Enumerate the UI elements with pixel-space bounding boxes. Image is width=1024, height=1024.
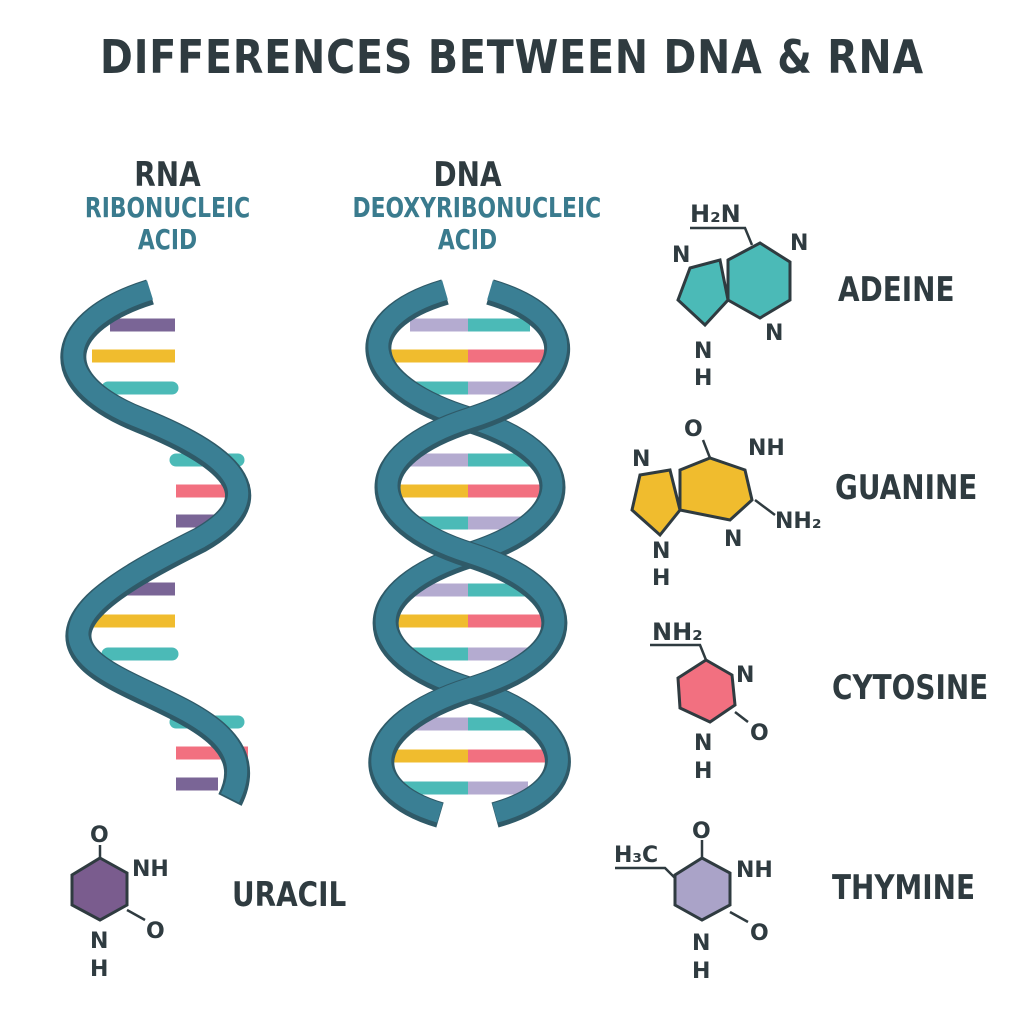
dna-strand-b xyxy=(371,280,568,823)
guanine-six-ring xyxy=(678,456,754,522)
guanine-amine-bond xyxy=(754,499,776,516)
rna-name-line1: RIBONUCLEIC xyxy=(84,191,251,224)
thymine-oxygen-bottom: O xyxy=(750,921,769,946)
thymine-methyl: H₃C xyxy=(614,843,658,868)
thymine-ring xyxy=(673,856,732,922)
guanine-n-bottom: N xyxy=(724,527,742,552)
guanine-five-ring xyxy=(630,468,682,538)
rna-backbone xyxy=(63,280,249,803)
cytosine-label: CYTOSINE xyxy=(832,668,989,708)
cytosine-amine: NH₂ xyxy=(652,618,703,646)
adenine-label: ADEINE xyxy=(838,270,955,310)
dna-abbr: DNA xyxy=(433,155,502,195)
rna-header: RNA RIBONUCLEIC ACID xyxy=(60,158,275,254)
adenine-n-bottom-right: N xyxy=(765,321,783,346)
cytosine-nh-h: H xyxy=(694,759,712,784)
thymine-molecule: O H₃C NH O N H xyxy=(614,819,773,984)
rna-helix xyxy=(60,279,252,806)
adenine-amine-bond xyxy=(690,226,754,246)
uracil-molecule: O NH O N H xyxy=(70,823,169,982)
adenine-six-ring xyxy=(726,241,792,320)
uracil-ring xyxy=(70,856,129,922)
cytosine-oxygen-bond xyxy=(734,711,749,723)
rna-abbr: RNA xyxy=(134,155,201,195)
adenine-amine-label: H₂N xyxy=(690,200,741,228)
cytosine-n-right: N xyxy=(736,663,754,688)
adenine-five-ring xyxy=(676,258,730,328)
uracil-nh-h: H xyxy=(90,957,108,982)
guanine-nh: NH xyxy=(748,436,785,461)
uracil-nh: NH xyxy=(132,857,169,882)
guanine-nh-h: H xyxy=(652,566,670,591)
uracil-oxygen-bottom: O xyxy=(146,919,165,944)
guanine-oxygen: O xyxy=(684,417,703,442)
adenine-nh-h: H xyxy=(694,366,712,391)
uracil-nh-n: N xyxy=(90,929,108,954)
dna-header: DNA DEOXYRIBONUCLEIC ACID xyxy=(320,158,615,254)
guanine-oxygen-bond xyxy=(701,439,712,459)
guanine-nh-n: N xyxy=(652,539,670,564)
thymine-nh-n: N xyxy=(692,931,710,956)
cytosine-ring xyxy=(676,658,737,724)
thymine-nh: NH xyxy=(736,858,773,883)
guanine-molecule: O NH N NH₂ N N H xyxy=(630,417,821,591)
thymine-oxygen-top: O xyxy=(692,819,711,844)
cytosine-molecule: NH₂ N O N H xyxy=(650,618,769,784)
cytosine-amine-bond xyxy=(650,643,708,661)
adenine-nh-n: N xyxy=(694,339,712,364)
adenine-n-top-right: N xyxy=(790,231,808,256)
guanine-label: GUANINE xyxy=(835,468,978,508)
thymine-label: THYMINE xyxy=(832,868,976,908)
cytosine-oxygen: O xyxy=(750,721,769,746)
guanine-amine: NH₂ xyxy=(775,509,821,534)
page-title: DIFFERENCES BETWEEN DNA & RNA xyxy=(99,30,925,84)
thymine-nh-h: H xyxy=(692,959,710,984)
uracil-label: URACIL xyxy=(232,875,347,915)
dna-name-line1: DEOXYRIBONUCLEIC xyxy=(352,191,602,224)
cytosine-nh-n: N xyxy=(694,731,712,756)
adenine-molecule: H₂N N N N N H xyxy=(672,200,808,391)
thymine-methyl-bond xyxy=(615,866,676,879)
rna-name-line2: ACID xyxy=(137,223,198,256)
adenine-n-left: N xyxy=(672,243,690,268)
dna-helix xyxy=(365,279,571,828)
guanine-n-left: N xyxy=(632,447,650,472)
uracil-oxygen-top: O xyxy=(90,823,109,848)
thymine-oxygen-bottom-bond xyxy=(729,910,749,924)
dna-name-line2: ACID xyxy=(437,223,498,256)
uracil-oxygen-bottom-bond xyxy=(126,908,146,922)
